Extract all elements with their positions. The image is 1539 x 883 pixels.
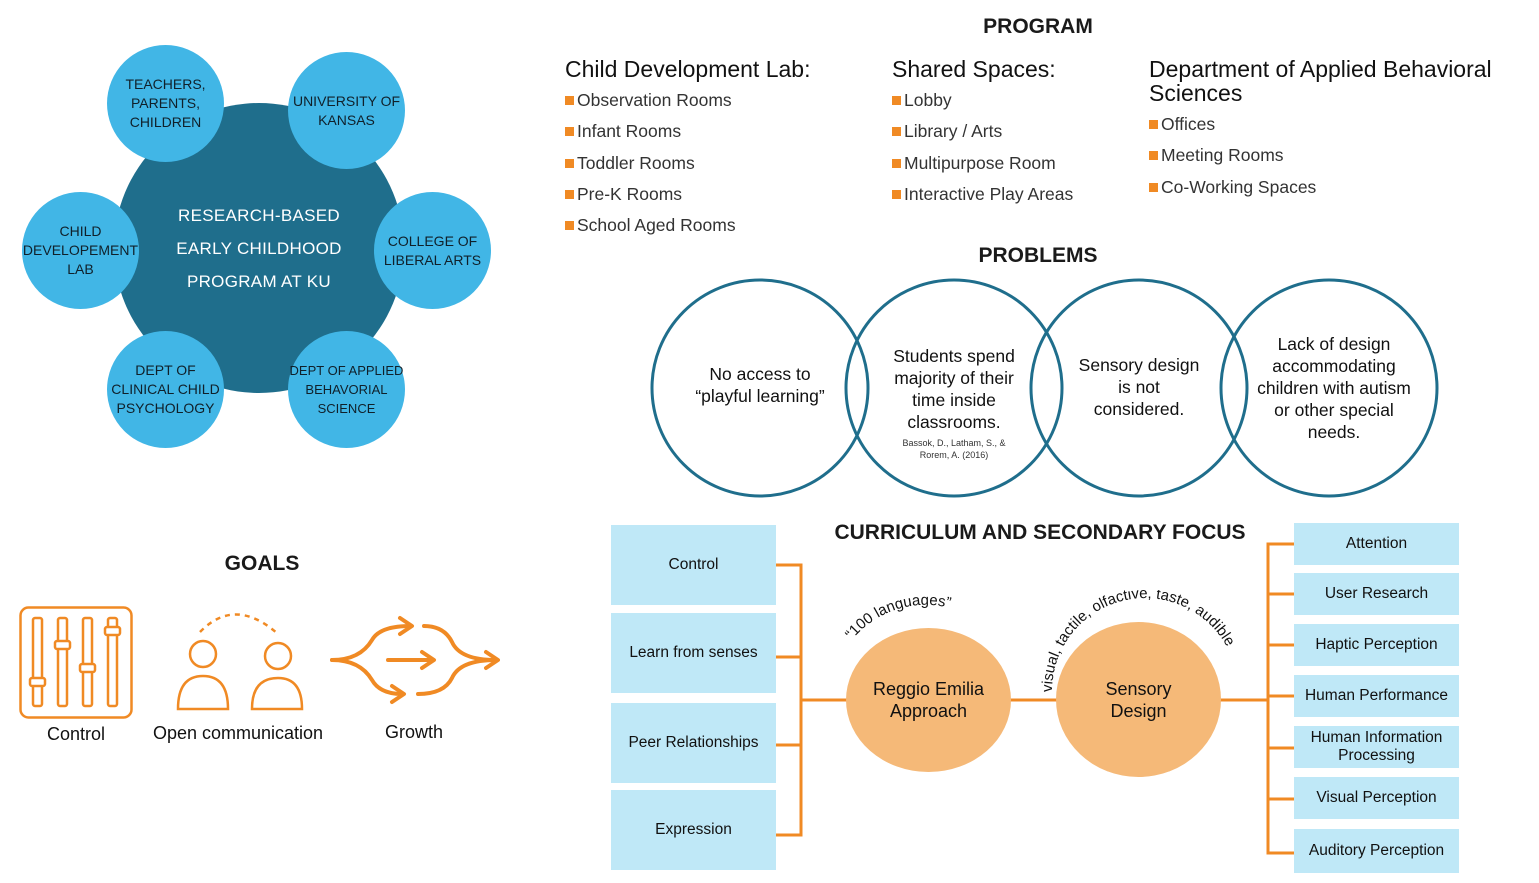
problem-text-1: No access to “playful learning” (695, 364, 825, 406)
sliders-icon (19, 606, 133, 719)
item-label: Observation Rooms (577, 90, 732, 110)
bullet-icon (565, 189, 574, 199)
item-label: School Aged Rooms (577, 215, 736, 236)
list-item: Infant Rooms (565, 121, 736, 152)
bullet-icon (565, 96, 574, 105)
right-box-auditory: Auditory Perception (1294, 829, 1459, 873)
problems-heading: PROBLEMS (978, 244, 1098, 267)
bullet-icon (892, 189, 901, 199)
left-box-senses: Learn from senses (611, 613, 776, 693)
item-label: Lobby (904, 90, 952, 110)
bullet-icon (892, 96, 901, 105)
item-label: Toddler Rooms (577, 152, 695, 173)
right-box-haptic: Haptic Perception (1294, 624, 1459, 666)
sensory-label: Sensory Design (1105, 678, 1172, 721)
goal-label-growth: Growth (384, 722, 444, 742)
satellite-applied-behavioral: DEPT OF APPLIED BEHAVORIAL SCIENCE (288, 331, 405, 448)
list-item: Library / Arts (892, 121, 1073, 152)
bullet-icon (1149, 151, 1158, 161)
program-list-2: Lobby Library / Arts Multipurpose Room I… (892, 90, 1073, 215)
curriculum-heading: CURRICULUM AND SECONDARY FOCUS (834, 521, 1246, 544)
list-item: School Aged Rooms (565, 215, 736, 246)
goal-label-control: Control (46, 724, 106, 744)
item-label: Co-Working Spaces (1161, 176, 1317, 197)
list-item: Lobby (892, 90, 1073, 121)
arc-labels: “100 languages” visual, tactile, olfacti… (842, 590, 1238, 692)
sensory-design-circle: Sensory Design (1056, 622, 1221, 777)
left-box-control: Control (611, 525, 776, 605)
bullet-icon (565, 221, 574, 231)
list-item: Multipurpose Room (892, 153, 1073, 184)
list-item: Toddler Rooms (565, 153, 736, 184)
satellite-label: UNIVERSITY OF KANSAS (292, 92, 401, 128)
program-col-title-3: Department of Applied Behavioral Science… (1149, 56, 1492, 106)
reggio-label: Reggio Emilia Approach (872, 679, 985, 721)
program-col-title-1: Child Development Lab: (565, 56, 811, 82)
right-box-user-research: User Research (1294, 573, 1459, 615)
problems-venn (650, 278, 1439, 498)
list-item: Observation Rooms (565, 90, 736, 121)
problem-text-4: Lack of design accommodating children wi… (1257, 334, 1411, 442)
problem-circle (650, 278, 870, 498)
bullet-icon (565, 127, 574, 137)
reggio-emilia-circle: Reggio Emilia Approach (846, 628, 1011, 772)
goals-heading: GOALS (224, 552, 300, 575)
right-box-attention: Attention (1294, 523, 1459, 565)
list-item: Meeting Rooms (1149, 145, 1316, 176)
goal-label-communication: Open communication (152, 723, 324, 743)
item-label: Library / Arts (904, 121, 1003, 142)
bullet-icon (1149, 182, 1158, 192)
problem-text-2: Students spend majority of their time in… (879, 345, 1029, 461)
center-label: RESEARCH-BASED EARLY CHILDHOOD PROGRAM A… (176, 205, 342, 291)
problem-circle (844, 278, 1064, 498)
program-list-3: Offices Meeting Rooms Co-Working Spaces (1149, 114, 1316, 208)
satellite-liberal-arts: COLLEGE OF LIBERAL ARTS (374, 192, 491, 309)
program-list-1: Observation Rooms Infant Rooms Toddler R… (565, 90, 736, 246)
satellite-label: DEPT OF APPLIED BEHAVORIAL SCIENCE (289, 363, 404, 416)
bullet-icon (892, 127, 901, 137)
problem-citation: Bassok, D., Latham, S., & Rorem, A. (201… (902, 438, 1006, 460)
item-label: Offices (1161, 114, 1216, 134)
problem-circle (1219, 278, 1439, 498)
satellite-child-lab: CHILD DEVELOPEMENT LAB (22, 192, 139, 309)
item-label: Pre-K Rooms (577, 183, 683, 204)
problem-text-3: Sensory design is not considered. (1078, 355, 1200, 419)
branching-arrows-icon (330, 616, 500, 704)
reggio-arc-text: “100 languages” (842, 592, 953, 643)
bullet-icon (892, 158, 901, 168)
left-box-peer: Peer Relationships (611, 703, 776, 783)
item-label: Infant Rooms (577, 121, 682, 142)
right-box-visual: Visual Perception (1294, 777, 1459, 819)
left-box-expression: Expression (611, 790, 776, 870)
people-talking-icon (176, 613, 304, 711)
sensory-arc-label: visual, tactile, olfactive, taste, audib… (1039, 590, 1238, 692)
list-item: Offices (1149, 114, 1316, 145)
problem-circle (1029, 278, 1249, 498)
list-item: Interactive Play Areas (892, 184, 1073, 215)
bullet-icon (1149, 120, 1158, 129)
satellite-clinical-psych: DEPT OF CLINICAL CHILD PSYCHOLOGY (107, 331, 224, 448)
list-item: Pre-K Rooms (565, 184, 736, 215)
satellite-label: CHILD DEVELOPEMENT LAB (22, 223, 139, 277)
item-label: Meeting Rooms (1161, 145, 1284, 166)
satellite-label: DEPT OF CLINICAL CHILD PSYCHOLOGY (111, 362, 220, 416)
program-heading: PROGRAM (983, 15, 1093, 38)
item-label: Interactive Play Areas (904, 183, 1074, 204)
list-item: Co-Working Spaces (1149, 177, 1316, 208)
program-col-title-2: Shared Spaces: (892, 56, 1056, 82)
bullet-icon (565, 158, 574, 168)
reggio-arc-label: “100 languages” (842, 592, 953, 643)
item-label: Multipurpose Room (904, 152, 1056, 173)
right-box-human-performance: Human Performance (1294, 675, 1459, 717)
sensory-arc-text: visual, tactile, olfactive, taste, audib… (1039, 590, 1238, 692)
satellite-label: COLLEGE OF LIBERAL ARTS (383, 232, 482, 268)
satellite-label: TEACHERS, PARENTS, CHILDREN (125, 76, 206, 130)
right-box-info-processing: Human Information Processing (1294, 726, 1459, 768)
problem-label: Students spend majority of their time in… (893, 346, 1015, 432)
satellite-university: UNIVERSITY OF KANSAS (288, 52, 405, 169)
satellite-teachers: TEACHERS, PARENTS, CHILDREN (107, 45, 224, 162)
